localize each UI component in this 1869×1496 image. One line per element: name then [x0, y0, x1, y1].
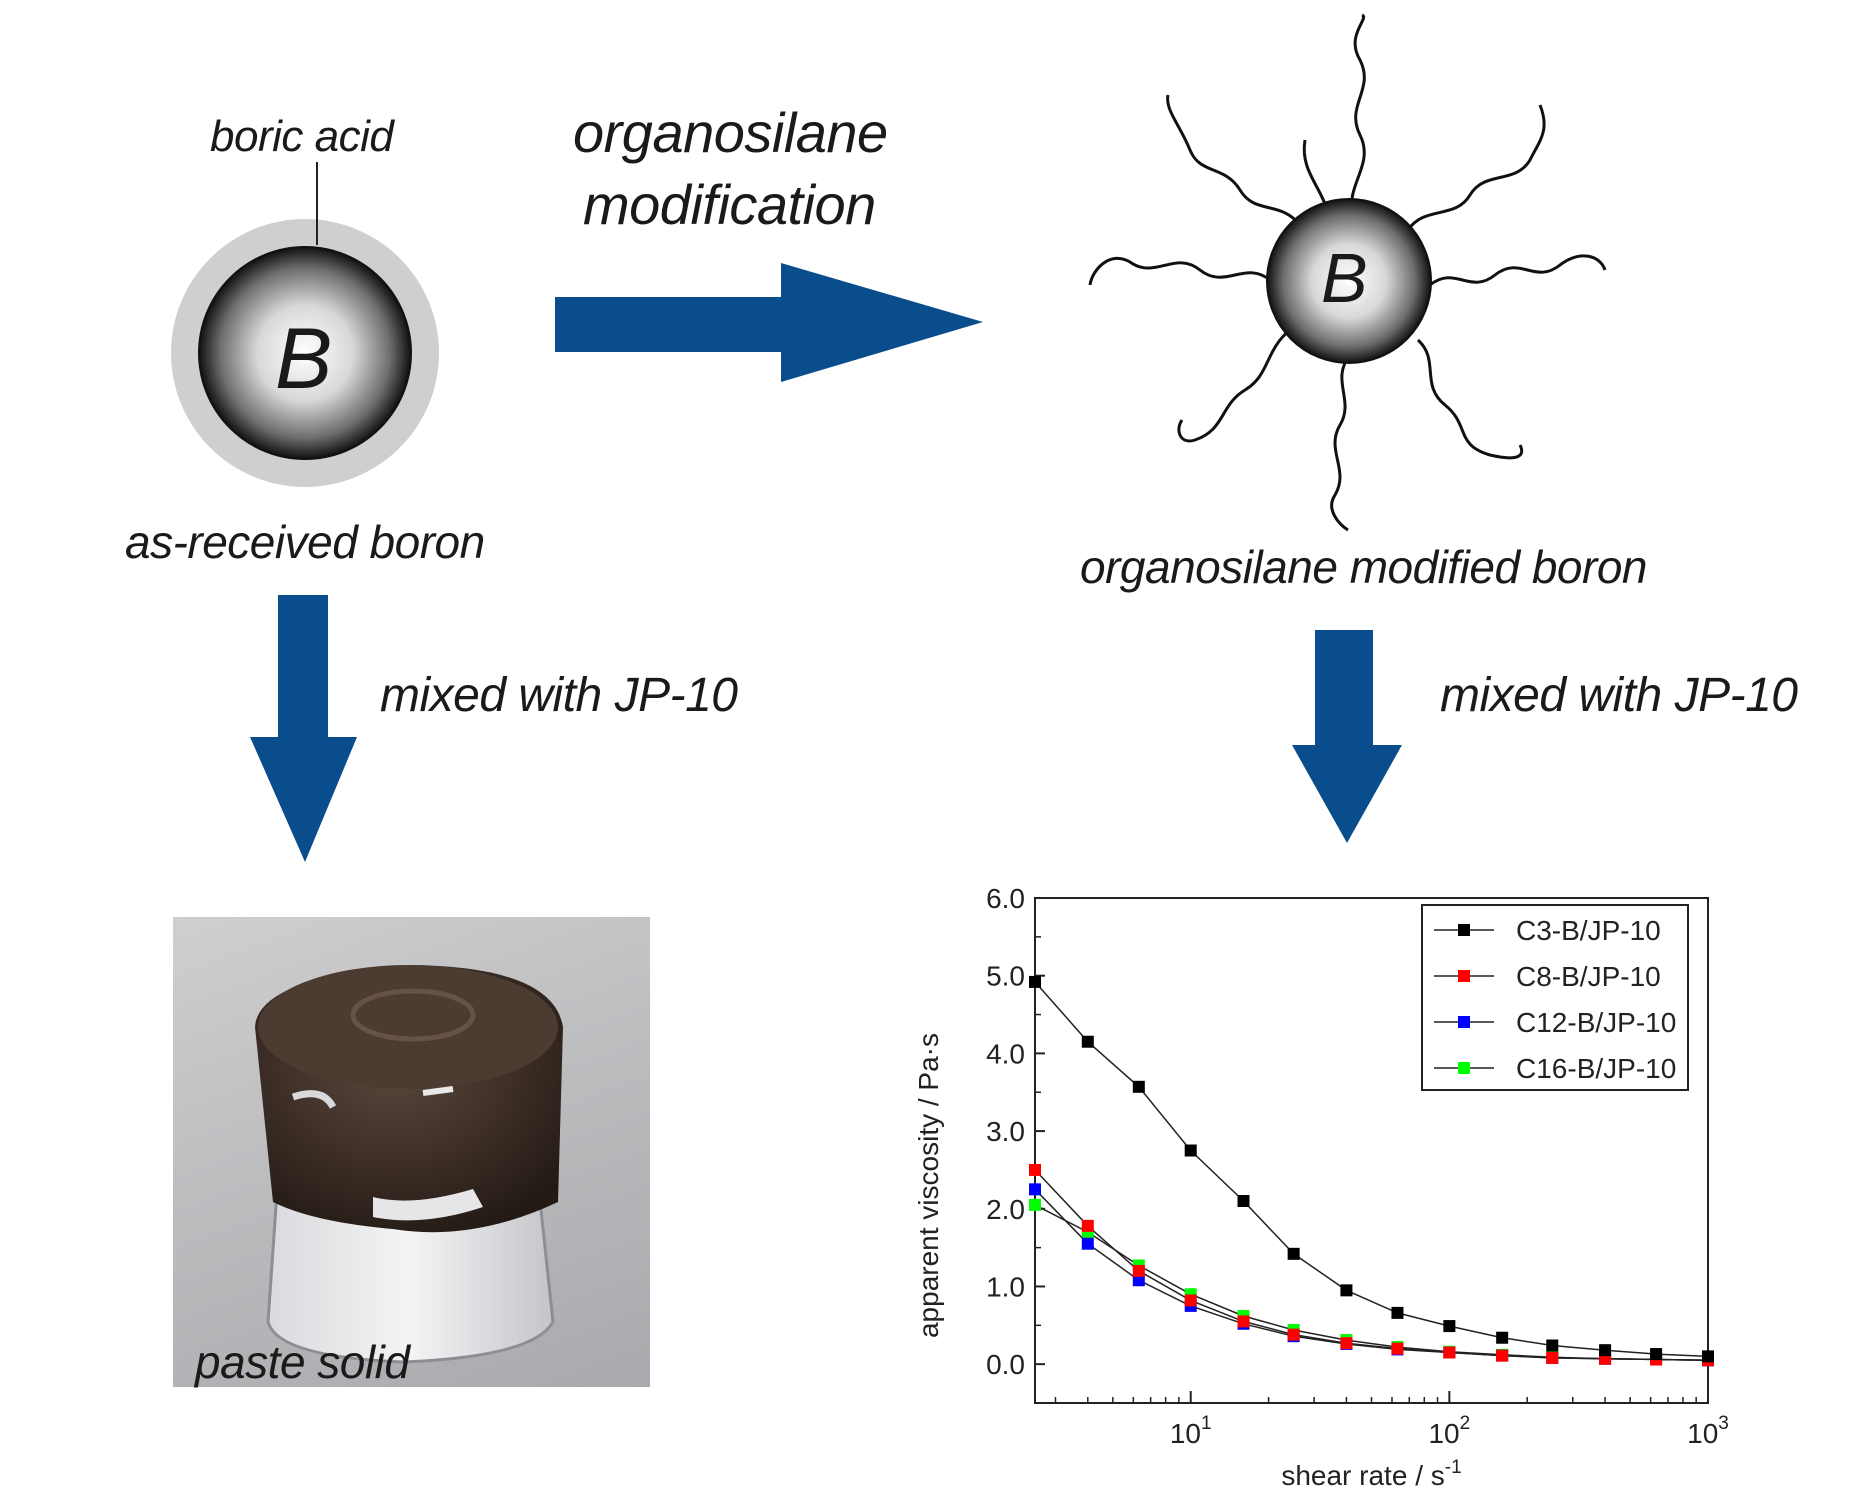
- data-point: [1599, 1344, 1612, 1357]
- legend-marker: [1458, 924, 1470, 936]
- data-point: [1081, 1237, 1094, 1250]
- data-point: [1029, 1198, 1041, 1211]
- legend-label: C3-B/JP-10: [1516, 915, 1661, 946]
- mixed-label-left: mixed with JP-10: [380, 669, 738, 722]
- x-tick-label: 101: [1170, 1413, 1212, 1449]
- data-point: [1132, 1264, 1145, 1277]
- modified-boron-particle: [1088, 13, 1607, 532]
- data-point: [1340, 1284, 1353, 1297]
- y-tick-label: 0.0: [986, 1349, 1025, 1380]
- data-point: [1237, 1195, 1250, 1207]
- modified-core-letter: B: [1321, 239, 1368, 317]
- down-arrow-right: [1292, 630, 1402, 843]
- data-point: [1029, 975, 1041, 988]
- down-arrow-left: [250, 595, 357, 862]
- as-received-boron-label: as-received boron: [125, 516, 485, 568]
- legend-marker: [1458, 1016, 1470, 1028]
- x-axis-label: shear rate / s-1: [1281, 1457, 1461, 1491]
- data-point: [1546, 1339, 1559, 1352]
- data-point: [1702, 1350, 1714, 1363]
- boric-acid-label: boric acid: [210, 112, 394, 161]
- paste-solid-photo: [173, 917, 650, 1387]
- legend-label: C16-B/JP-10: [1516, 1053, 1676, 1084]
- data-point: [1029, 1163, 1041, 1176]
- y-tick-label: 4.0: [986, 1038, 1025, 1069]
- legend-marker: [1458, 970, 1470, 982]
- data-point: [1029, 1183, 1041, 1196]
- series-line: [1034, 1169, 1709, 1362]
- process-label-line2: modification: [583, 173, 876, 236]
- data-point: [1391, 1342, 1404, 1355]
- paste-solid-label: paste solid: [195, 1336, 410, 1388]
- right-arrow: [555, 263, 983, 382]
- y-tick-label: 3.0: [986, 1116, 1025, 1147]
- series-line: [1034, 981, 1709, 1358]
- data-point: [1184, 1144, 1197, 1157]
- data-point: [1650, 1348, 1663, 1361]
- y-tick-label: 6.0: [986, 883, 1025, 914]
- data-point: [1443, 1320, 1456, 1333]
- data-point: [1132, 1080, 1145, 1093]
- modified-boron-label: organosilane modified boron: [1080, 541, 1648, 593]
- boron-core-letter: B: [275, 311, 332, 407]
- data-point: [1443, 1346, 1456, 1359]
- data-point: [1391, 1306, 1404, 1319]
- y-tick-label: 5.0: [986, 961, 1025, 992]
- y-tick-label: 2.0: [986, 1194, 1025, 1225]
- data-point: [1237, 1315, 1250, 1328]
- mixed-label-right: mixed with JP-10: [1440, 669, 1798, 722]
- y-tick-label: 1.0: [986, 1271, 1025, 1302]
- process-label-line1: organosilane: [573, 101, 888, 164]
- data-point: [1287, 1328, 1300, 1341]
- data-point: [1287, 1247, 1300, 1260]
- data-point: [1184, 1294, 1197, 1307]
- data-point: [1546, 1351, 1559, 1364]
- legend-label: C12-B/JP-10: [1516, 1007, 1676, 1038]
- data-point: [1081, 1219, 1094, 1232]
- data-point: [1496, 1349, 1509, 1362]
- y-axis-label: apparent viscosity / Pa·s: [913, 1033, 944, 1338]
- x-tick-label: 102: [1428, 1413, 1470, 1449]
- data-point: [1081, 1035, 1094, 1048]
- modified-boron-core: [1266, 198, 1432, 364]
- legend-marker: [1458, 1062, 1470, 1074]
- data-point: [1132, 1274, 1145, 1287]
- legend-label: C8-B/JP-10: [1516, 961, 1661, 992]
- data-point: [1340, 1337, 1353, 1350]
- data-point: [1496, 1331, 1509, 1344]
- boron-core: [198, 246, 412, 460]
- as-received-boron-particle: [171, 162, 439, 487]
- x-tick-label: 103: [1687, 1413, 1729, 1449]
